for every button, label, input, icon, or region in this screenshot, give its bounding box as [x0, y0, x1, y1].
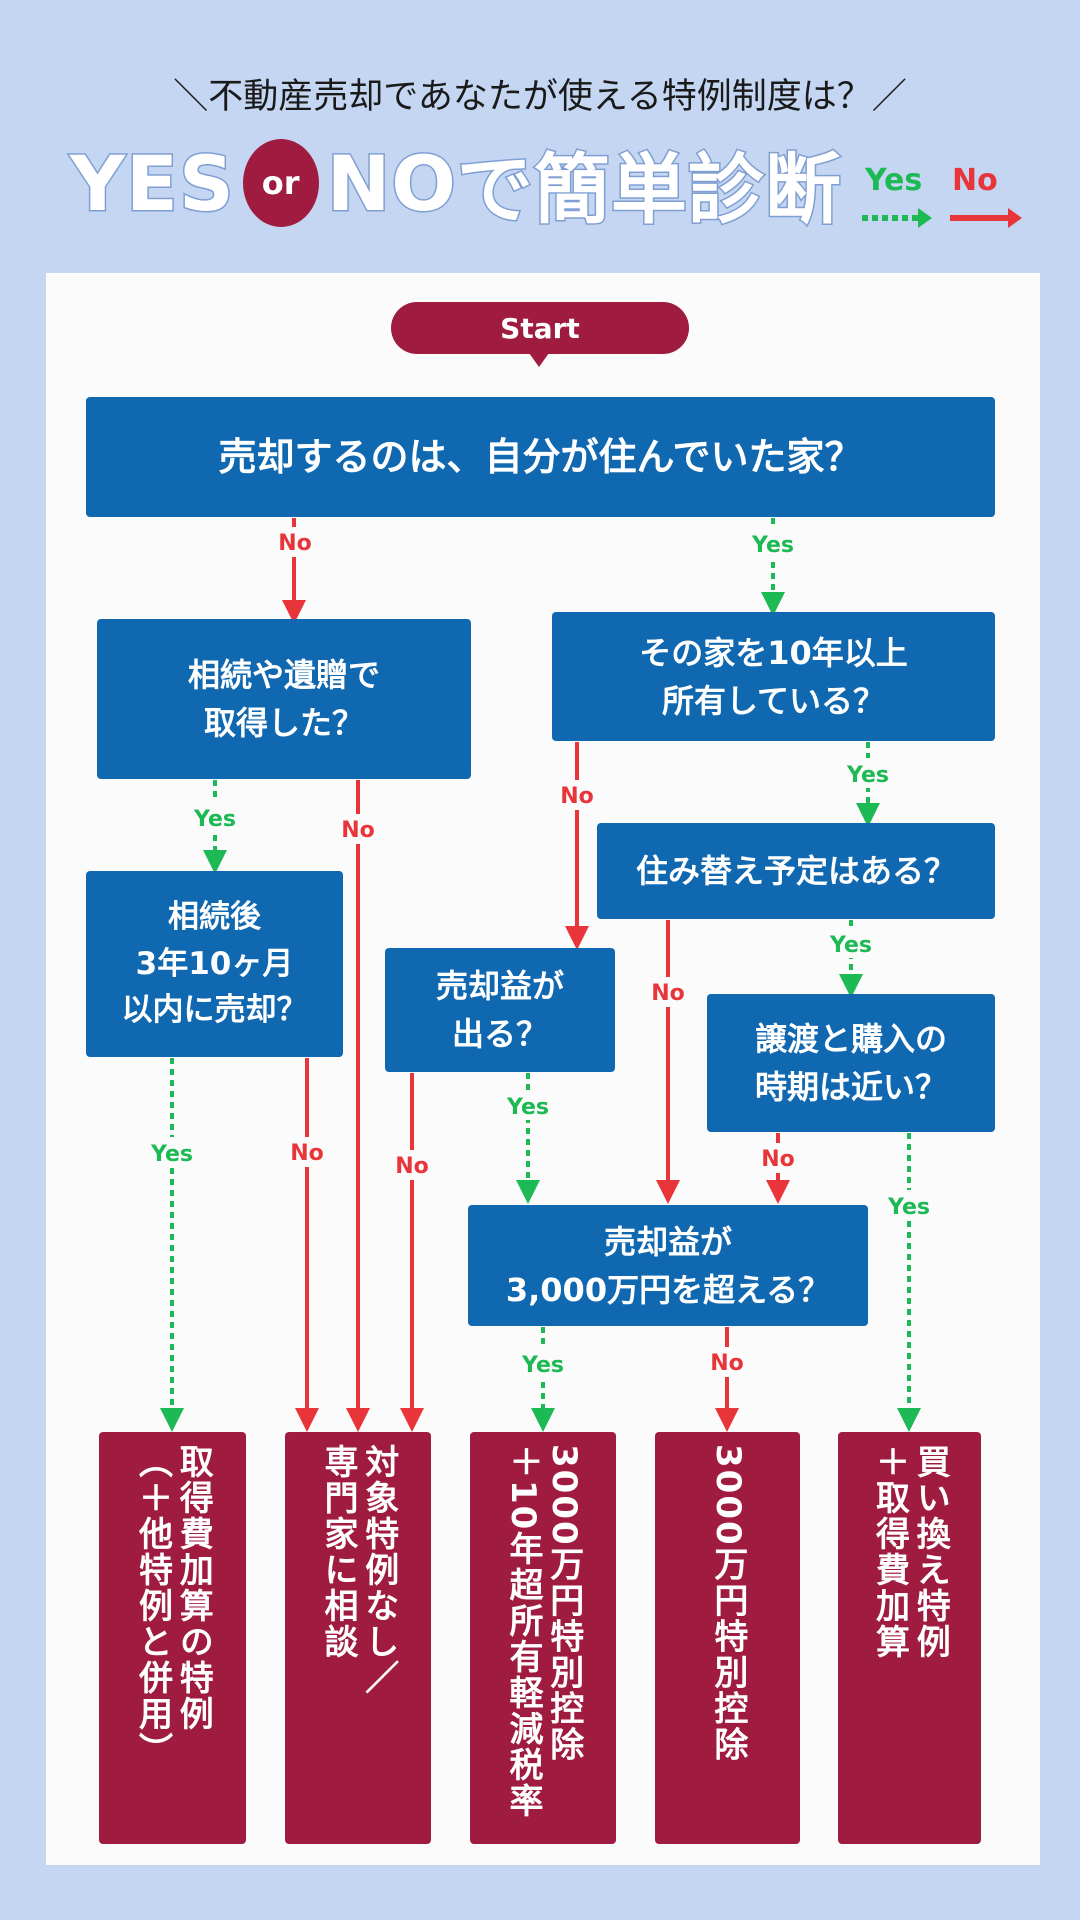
- label-q1-yes: Yes: [751, 533, 794, 558]
- question-inherited: 相続や遺贈で 取得した？: [97, 619, 471, 779]
- question-sell-within-3y10m-text: 相続後 3年10ヶ月 以内に売却？: [121, 899, 308, 1029]
- label-q6-yes: Yes: [506, 1095, 549, 1120]
- legend-yes-label: Yes: [865, 163, 923, 198]
- result-acquisition-cost-addition-text: 取得費加算の特例 （＋他特例と併用）: [132, 1444, 214, 1768]
- result-30m-deduction: 3000万円特別控除: [655, 1432, 800, 1844]
- legend-arrows: [862, 208, 1022, 228]
- title-or-badge: or: [242, 139, 319, 227]
- subtitle: ＼不動産売却であなたが使える特例制度は？／: [173, 77, 907, 117]
- label-q3-no: No: [560, 784, 594, 809]
- title-no: NO: [325, 137, 457, 229]
- label-q8-no: No: [710, 1351, 744, 1376]
- legend-no-arrowhead: [1008, 208, 1022, 228]
- question-owned-10-years-text: その家を10年以上 所有している？: [639, 633, 908, 720]
- title-yes: YES: [69, 137, 236, 229]
- legend-no-label: No: [952, 163, 998, 198]
- question-timing-close-text: 譲渡と購入の 時期は近い？: [754, 1020, 947, 1106]
- label-q4-no: No: [651, 981, 685, 1006]
- question-own-home: 売却するのは、自分が住んでいた家？: [86, 397, 995, 517]
- result-30m-deduction-reduced-rate-text: 3000万円特別控除 ＋10年超所有軽減税率: [503, 1444, 584, 1820]
- result-30m-deduction-text: 3000万円特別控除: [707, 1444, 748, 1763]
- question-timing-close: 譲渡と購入の 時期は近い？: [707, 994, 995, 1132]
- start-node-pointer: [529, 353, 549, 367]
- page-title: YES or NO で簡単診断: [69, 128, 843, 238]
- label-q4-yes: Yes: [829, 933, 872, 958]
- result-acquisition-cost-addition: 取得費加算の特例 （＋他特例と併用）: [99, 1432, 246, 1844]
- question-inherited-text: 相続や遺贈で 取得した？: [187, 656, 380, 742]
- question-owned-10-years: その家を10年以上 所有している？: [552, 612, 995, 741]
- label-q5-yes: Yes: [150, 1142, 193, 1167]
- result-replacement-special: 買い換え特例 ＋取得費加算: [838, 1432, 981, 1844]
- question-relocation-plan: 住み替え予定はある？: [597, 823, 995, 919]
- label-q2-no: No: [341, 818, 375, 843]
- label-q6-no: No: [395, 1154, 429, 1179]
- question-own-home-text: 売却するのは、自分が住んでいた家？: [218, 434, 863, 479]
- label-q2-yes: Yes: [193, 807, 236, 832]
- result-no-special-rule: 対象特例なし／ 専門家に相談: [285, 1432, 431, 1844]
- question-sell-within-3y10m: 相続後 3年10ヶ月 以内に売却？: [86, 871, 343, 1057]
- question-profit-text: 売却益が 出る？: [435, 967, 564, 1053]
- question-profit-over-30m-text: 売却益が 3,000万円を超える？: [505, 1222, 831, 1309]
- question-profit-over-30m: 売却益が 3,000万円を超える？: [468, 1205, 868, 1326]
- title-rest: で簡単診断: [455, 144, 842, 236]
- result-no-special-rule-text: 対象特例なし／ 専門家に相談: [318, 1444, 399, 1696]
- start-node: Start: [391, 302, 689, 354]
- result-replacement-special-text: 買い換え特例 ＋取得費加算: [869, 1444, 951, 1660]
- label-q1-no: No: [278, 531, 312, 556]
- label-q7-no: No: [761, 1147, 795, 1172]
- question-profit: 売却益が 出る？: [385, 948, 615, 1072]
- label-q3-yes: Yes: [846, 763, 889, 788]
- legend-yes-arrowhead: [918, 208, 932, 228]
- result-30m-deduction-reduced-rate: 3000万円特別控除 ＋10年超所有軽減税率: [470, 1432, 616, 1844]
- label-q8-yes: Yes: [521, 1353, 564, 1378]
- question-relocation-plan-text: 住み替え予定はある？: [635, 852, 956, 890]
- label-q5-no: No: [290, 1141, 324, 1166]
- label-q7-yes: Yes: [887, 1195, 930, 1220]
- edge-labels: No Yes Yes No No Yes No Yes Yes No No Ye…: [147, 527, 934, 1378]
